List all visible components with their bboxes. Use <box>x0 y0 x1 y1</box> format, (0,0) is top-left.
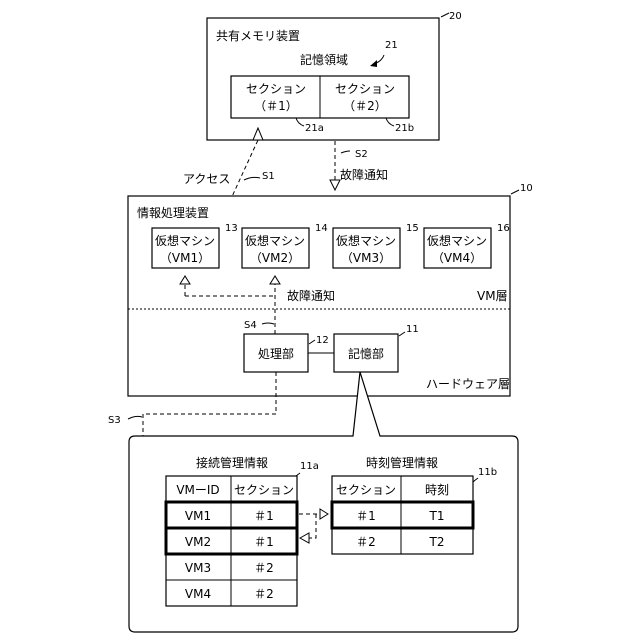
connection-row4-vm: VM4 <box>185 587 211 601</box>
s2-label: S2 <box>355 149 368 160</box>
time-row1-time: T1 <box>429 509 445 523</box>
info-processing-device-ref: 10 <box>520 183 533 194</box>
vm1-line2: （VM1） <box>160 251 210 265</box>
vm1-line1: 仮想マシン <box>155 233 215 248</box>
section2-line1: セクション <box>335 82 395 96</box>
vm3-ref: 15 <box>406 223 419 234</box>
time-row2-time: T2 <box>429 535 445 549</box>
processor-ref: 12 <box>316 335 329 346</box>
section2-ref: 21b <box>395 123 414 134</box>
time-row2-section: ＃2 <box>356 535 376 549</box>
hw-layer-label: ハードウェア層 <box>426 377 510 391</box>
info-processing-device-title: 情報処理装置 <box>137 206 209 220</box>
connection-row4-section: ＃2 <box>254 587 274 601</box>
fault-notice-top-label: 故障通知 <box>340 167 388 182</box>
vm3-line1: 仮想マシン <box>336 233 396 248</box>
connection-header-section: セクション <box>234 483 294 497</box>
s1-label: S1 <box>262 171 275 182</box>
connection-row1-section: ＃1 <box>254 509 274 523</box>
storage-area-ref: 21 <box>385 40 398 51</box>
connection-row3-section: ＃2 <box>254 561 274 575</box>
processor-label: 処理部 <box>258 346 294 361</box>
section1-ref: 21a <box>305 123 324 134</box>
s3-leader <box>128 416 142 419</box>
ref-leader-20 <box>441 13 449 17</box>
vm4-line1: 仮想マシン <box>427 233 487 248</box>
section2-line2: （＃2） <box>343 99 387 113</box>
fault-notice-arrowhead-top <box>330 180 340 190</box>
vm1-ref: 13 <box>225 223 238 234</box>
section1-line2: （＃1） <box>254 99 298 113</box>
vm4-line2: （VM4） <box>432 251 482 265</box>
time-header-section: セクション <box>336 483 396 497</box>
vm3-line2: （VM3） <box>341 251 391 265</box>
memory-ref: 11 <box>406 324 419 335</box>
s3-label: S3 <box>108 415 121 426</box>
section1-line1: セクション <box>246 82 306 96</box>
vm-layer-label: VM層 <box>477 289 508 303</box>
connection-header-vmid: VMーID <box>176 483 219 497</box>
connection-row2-vm: VM2 <box>185 535 211 549</box>
vm2-line1: 仮想マシン <box>245 233 305 248</box>
s2-leader <box>341 151 350 153</box>
vm2-ref: 14 <box>315 223 328 234</box>
memory-label: 記憶部 <box>348 346 384 361</box>
vm2-line2: （VM2） <box>250 251 300 265</box>
shared-memory-device-title: 共有メモリ装置 <box>216 29 300 43</box>
connection-row3-vm: VM3 <box>185 561 211 575</box>
time-row1-section: ＃1 <box>356 509 376 523</box>
fault-notice-mid-label: 故障通知 <box>287 288 335 303</box>
time-table-ref: 11b <box>478 467 497 478</box>
connection-row1-vm: VM1 <box>185 509 211 523</box>
s1-leader <box>244 177 260 180</box>
ref-leader-10 <box>511 190 519 194</box>
time-header-time: 時刻 <box>425 483 449 497</box>
connection-row2-section: ＃1 <box>254 535 274 549</box>
access-label: アクセス <box>183 172 230 186</box>
storage-area-label: 記憶領域 <box>300 52 348 67</box>
s4-label: S4 <box>244 320 257 331</box>
vm4-ref: 16 <box>497 223 510 234</box>
time-table-title: 時刻管理情報 <box>366 455 438 470</box>
connection-table-ref: 11a <box>300 461 319 472</box>
shared-memory-ref: 20 <box>449 11 462 22</box>
connection-table-title: 接続管理情報 <box>196 455 268 470</box>
